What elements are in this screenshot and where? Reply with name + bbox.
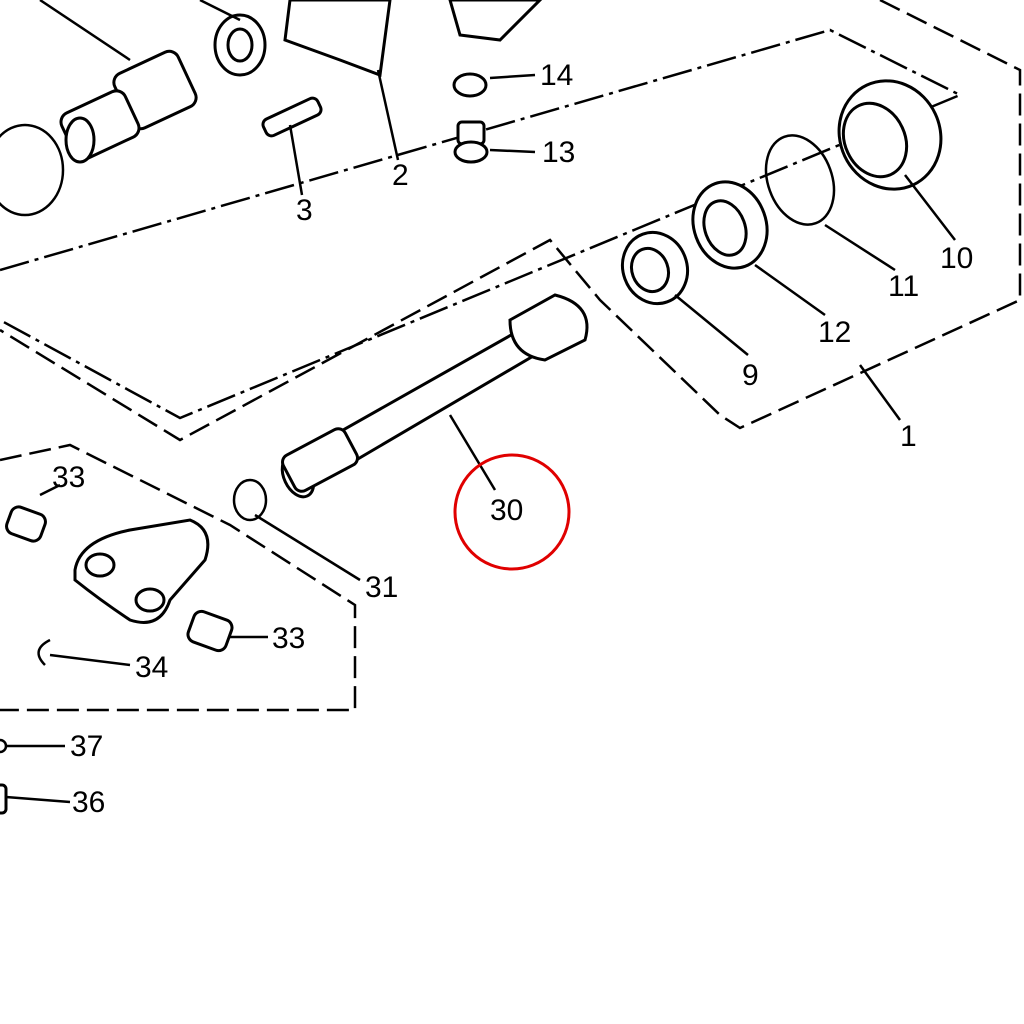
stud-3	[261, 96, 323, 138]
part-37	[0, 738, 8, 754]
housing	[283, 0, 543, 78]
yoke	[73, 518, 210, 624]
callout-9: 9	[742, 359, 759, 392]
shaft-30	[280, 293, 589, 499]
callout-31: 31	[365, 571, 398, 604]
nut-14	[452, 72, 488, 98]
oil-seal-12	[691, 180, 769, 270]
callout-33-lower: 33	[272, 622, 305, 655]
o-ring-11	[764, 134, 836, 226]
clip-34	[37, 638, 51, 666]
gear-shaft	[0, 0, 267, 217]
callout-11: 11	[888, 270, 919, 303]
bushing-33-lower	[186, 609, 234, 653]
callout-13: 13	[542, 136, 575, 169]
callout-10: 10	[940, 242, 973, 275]
callout-36: 36	[72, 786, 105, 819]
callout-14: 14	[540, 59, 573, 92]
plug-13	[453, 120, 489, 164]
callout-33-upper: 33	[52, 461, 85, 494]
callout-3: 3	[296, 194, 313, 227]
callout-37: 37	[70, 730, 103, 763]
assembly-boundary-upper	[0, 0, 1022, 442]
callout-12: 12	[818, 316, 851, 349]
nut-10	[837, 79, 943, 191]
leader-lines	[5, 69, 956, 804]
highlight-circle	[453, 453, 571, 571]
bushing-9	[621, 230, 689, 306]
callout-34: 34	[135, 651, 168, 684]
bushing-33-upper	[5, 505, 47, 543]
part-36	[0, 783, 8, 815]
housing-boundary	[0, 28, 964, 420]
callout-2: 2	[392, 159, 409, 192]
callout-1: 1	[900, 420, 917, 453]
circlip-31	[232, 478, 268, 522]
callout-30: 30	[490, 494, 523, 527]
